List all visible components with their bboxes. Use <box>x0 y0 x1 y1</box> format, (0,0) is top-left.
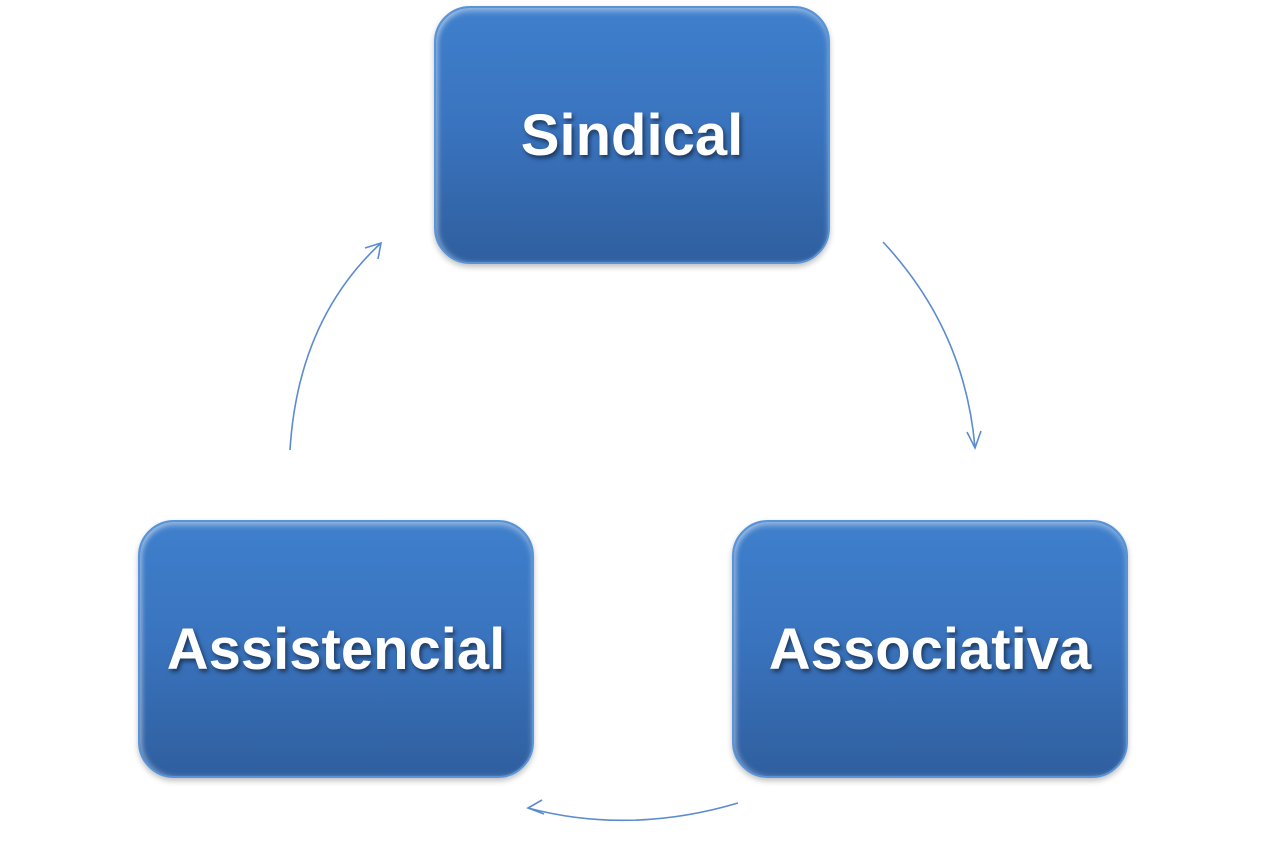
node-sindical: Sindical <box>434 6 830 264</box>
arrow-associativa-to-assistencial <box>527 802 739 822</box>
arrowhead-2 <box>526 799 545 815</box>
node-label: Associativa <box>768 616 1092 682</box>
arrow-sindical-to-associativa <box>882 241 976 449</box>
node-associativa: Associativa <box>732 520 1128 778</box>
node-assistencial: Assistencial <box>138 520 534 778</box>
arrow-assistencial-to-sindical <box>289 242 382 451</box>
arrowhead-1 <box>966 430 982 451</box>
node-label: Assistencial <box>166 616 506 682</box>
node-label: Sindical <box>520 102 744 168</box>
arrowhead-3 <box>364 241 383 260</box>
